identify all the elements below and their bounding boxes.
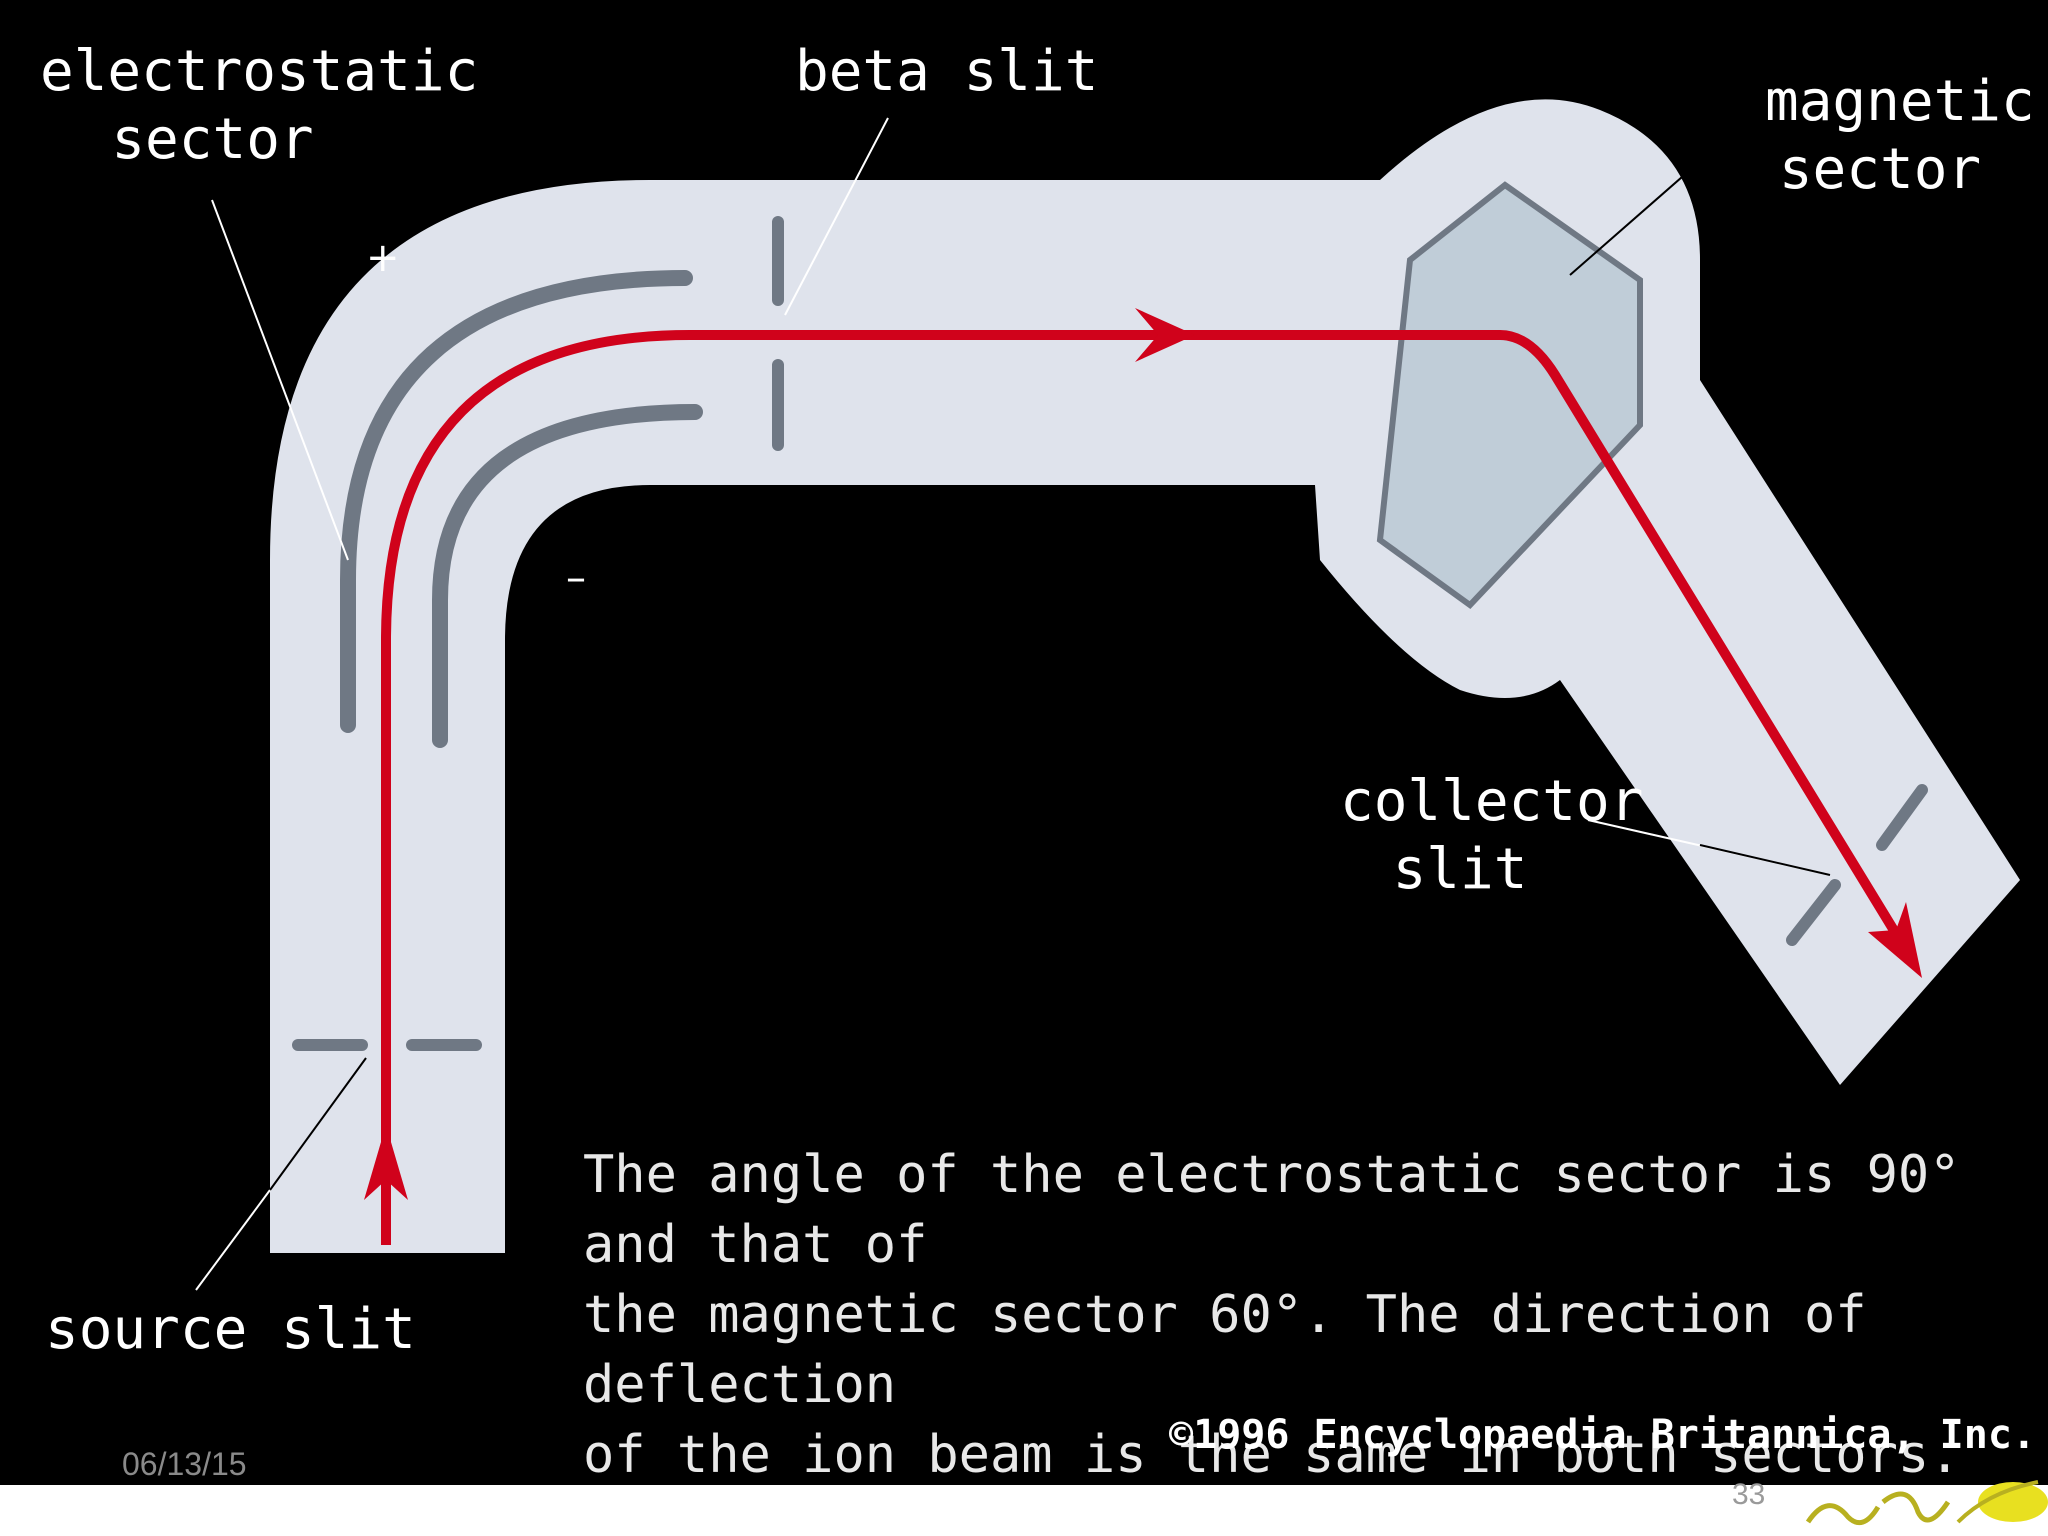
collector-slit-upper: [1876, 784, 1928, 851]
beam-arrowhead-middle: [1135, 308, 1195, 362]
leader-magnetic-sector: [1569, 127, 1739, 276]
label-beta-slit: beta slit: [795, 39, 1099, 104]
leader-beta-slit: [784, 117, 889, 316]
label-collector-slit: collector slit: [1340, 769, 1644, 902]
collector-slit-lower: [1786, 879, 1841, 946]
outer-electrostatic-plate: [340, 270, 693, 733]
minus-sign: –: [566, 555, 586, 601]
label-magnetic-sector: magnetic sector: [1765, 69, 2035, 202]
footer-date: 06/13/15: [122, 1446, 247, 1482]
plus-sign: +: [366, 235, 400, 281]
copyright: ©1996 Encyclopaedia Britannica, Inc.: [1169, 1412, 2036, 1458]
beam-tube: [270, 180, 1380, 1253]
ion-beam: [381, 330, 1917, 1245]
leader-source-slit: [195, 1189, 271, 1291]
inner-electrostatic-plate: [432, 404, 703, 748]
caption: The angle of the electrostatic sector is…: [583, 1145, 1961, 1485]
page-number: 33: [1732, 1478, 1766, 1511]
decorative-logo: [1805, 1480, 2048, 1526]
label-source-slit: source slit: [45, 1297, 416, 1362]
slide: electrostatic sector beta slit magnetic …: [40, 39, 2036, 1485]
beam-arrowhead-collector: [1868, 902, 1922, 978]
leader-electrostatic-sector: [211, 199, 349, 561]
mass-spectrometer-diagram: [195, 99, 2020, 1291]
label-electrostatic-sector: electrostatic sector: [40, 39, 479, 172]
magnetic-sector-hexagon: [1376, 181, 1643, 609]
magnet-chamber: [1315, 99, 2020, 1086]
slide-footer: [0, 1485, 2048, 1536]
leader-source-slit-inner: [269, 1057, 367, 1191]
beam-arrowhead-source: [364, 1125, 408, 1200]
leader-collector-slit-inner: [1699, 844, 1831, 876]
